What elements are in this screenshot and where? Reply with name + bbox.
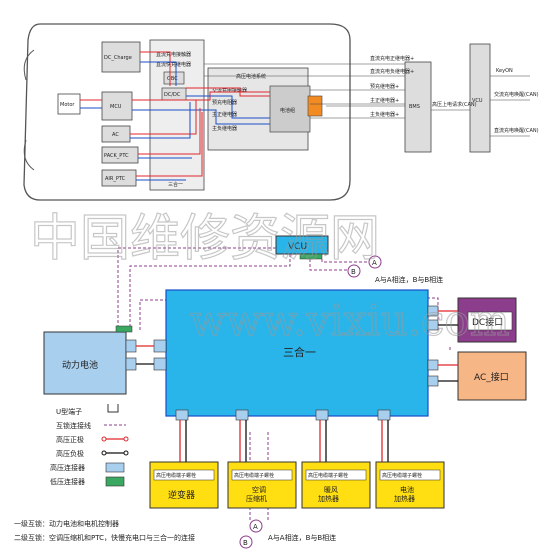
load-name-2: 暖风加热器 (318, 486, 339, 503)
marker-a-top-label: A (372, 259, 377, 267)
vcu-top-label: VCU (472, 98, 483, 104)
top-diagram: Motor DC_Charge MCU AC PACK_PTC AIR_PTC … (23, 23, 539, 201)
watermark-url: www.vixiu.com (190, 296, 510, 345)
marker-a-top (368, 255, 382, 269)
load-name-3: 电池加热器 (394, 485, 415, 503)
vcu-signal-2: 直流充电唤醒(CAN) (494, 127, 539, 134)
bms-signal-4: 主负继电器+ (370, 111, 399, 118)
marker-b-top-label: B (351, 268, 356, 276)
vcu-label: VCU (288, 242, 307, 252)
ac-port-label: AC_接口 (474, 371, 509, 383)
legend-hv-negative: 高压负极 (56, 449, 84, 458)
load-tag-3: 高压电缆端子螺栓 (382, 472, 422, 479)
load-box-2 (301, 461, 371, 509)
load-box-3 (375, 461, 445, 509)
marker-b-bottom (239, 535, 253, 549)
left-boxes: DC_Charge MCU AC PACK_PTC AIR_PTC (101, 41, 141, 187)
watermark-cn: 中国维修资源网 (30, 209, 380, 267)
hv-connectors (125, 305, 439, 421)
battery-pack-label: 电池组 (280, 107, 295, 114)
relay-label-4: 主正继电器 (212, 111, 237, 118)
top-san-he-yi-frame (149, 39, 205, 191)
hv-system-label: 高压电池系统 (236, 73, 266, 80)
vcu-signal-1: 交流充电唤醒(CAN) (494, 91, 539, 98)
san-he-yi-box (165, 289, 429, 417)
loads: 高压电缆端子螺栓 逆变器 高压电缆端子螺栓 空调压缩机 高压电缆端子螺栓 暖风加… (149, 461, 445, 509)
motor-box (57, 93, 81, 115)
ac-port-box (457, 351, 527, 401)
load-box-1 (227, 461, 297, 509)
bottom-diagram: VCU A B A与A相连，B与B相连 三合一 动力电池 DC接口 (14, 235, 527, 549)
mcu-label: MCU (110, 104, 122, 110)
marker-b-bottom-label: B (243, 539, 248, 547)
air-ptc-label: AIR_PTC (105, 176, 126, 182)
legend-u-terminal: U型端子 (56, 407, 82, 416)
san-he-yi-label: 三合一 (283, 345, 316, 359)
bms-signal-0: 直流充电正继电器+ (370, 55, 414, 62)
watermark: 中国维修资源网 www.vixiu.com (29, 208, 510, 345)
load-tag-2: 高压电缆端子螺栓 (308, 472, 348, 479)
legend-hv-connector: 高压连接器 (50, 463, 85, 472)
marker-a-bottom-label: A (253, 523, 258, 531)
note-level-1: 一级互锁：动力电池和电机控制器 (14, 519, 119, 528)
load-box-0 (149, 461, 219, 509)
load-tag-1: 高压电缆端子螺栓 (234, 472, 274, 479)
dcdc-label: DC/DC (164, 92, 181, 98)
note-level-2: 二级互锁：空调压缩机和PTC，快慢充电口与三合一的连接 (14, 533, 195, 542)
vcu-signal-0: KeyON (496, 68, 513, 74)
legend: U型端子 互锁连接线 高压正极 高压负极 高压连接器 低压连接器 (50, 404, 129, 487)
load-tag-0: 高压电缆端子螺栓 (156, 472, 196, 479)
relay-label-5: 主负继电器 (212, 125, 237, 132)
load-name-1: 空调压缩机 (246, 485, 267, 503)
legend-lv-connector: 低压连接器 (50, 477, 85, 486)
pack-ptc-label: PACK_PTC (104, 153, 129, 159)
connect-note-top: A与A相连，B与B相连 (375, 275, 443, 284)
bottom-hv-wires (136, 310, 458, 462)
relay-label-3: 预充电阻器 (212, 99, 237, 106)
relay-label-1: 直流快充继电器 (156, 61, 191, 68)
bms-signal-3: 主正继电器+ (370, 97, 399, 104)
dc-charge-label: DC_Charge (104, 55, 132, 61)
marker-b-top (347, 264, 361, 278)
legend-hv-positive: 高压正极 (56, 435, 84, 444)
top-hv-wires (80, 51, 270, 181)
hv-request-label: 高压上电请求(CAN) (432, 101, 477, 108)
bms-label: BMS (409, 104, 420, 110)
vcu-box-top (469, 43, 491, 153)
connect-note-bottom: A与A相连，B与B相连 (268, 533, 336, 542)
load-name-0: 逆变器 (168, 489, 195, 501)
bms-box (404, 61, 432, 153)
ac-label: AC (112, 132, 119, 138)
battery-label: 动力电池 (62, 359, 98, 371)
dc-port-label: DC接口 (472, 316, 503, 328)
vehicle-outline (23, 23, 351, 201)
bms-signal-1: 直流充电负继电器+ (370, 68, 414, 75)
top-san-he-yi-label: 三合一 (168, 181, 183, 188)
bms-signal-lines (204, 63, 530, 137)
battery-box (43, 331, 127, 395)
relay-label-2: 交流充电接触器 (212, 87, 247, 94)
legend-interlock: 互锁连接线 (56, 421, 91, 430)
relay-label-0: 直流充电接触器 (156, 51, 191, 58)
obc-label: OBC (167, 76, 178, 82)
motor-label: Motor (60, 102, 75, 108)
bms-signal-2: 预充继电器+ (370, 83, 399, 90)
marker-a-bottom (249, 519, 263, 533)
